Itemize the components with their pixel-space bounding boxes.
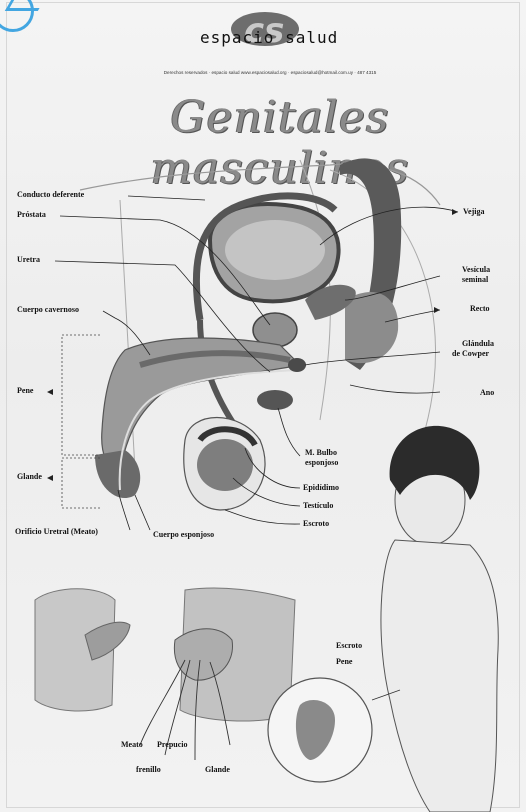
label-recto: Recto [470,305,490,314]
label-cuerpo-cavernoso: Cuerpo cavernoso [17,306,79,315]
label-glandula-2: de Cowper [452,350,489,359]
label-uretra: Uretra [17,256,40,265]
label-orificio-uretral: Orificio Uretral (Meato) [15,528,98,537]
label-pene-figure: Pene [336,658,352,667]
rectum-lower [345,292,398,363]
label-glande: Glande [17,473,42,482]
cowper-gland [288,358,306,372]
label-vesicula-1: Vesícula [462,266,490,275]
label-escroto-figure: Escroto [336,642,362,651]
label-frenillo: frenillo [136,766,161,775]
label-ano: Ano [480,389,494,398]
label-testiculo: Testículo [303,502,333,511]
bulbospongiosus [257,390,293,410]
label-prostata: Próstata [17,211,46,220]
bladder-inner [225,220,325,280]
label-bulbo-2: esponjoso [305,459,338,468]
label-bulbo-1: M. Bulbo [305,449,337,458]
label-cuerpo-esponjoso: Cuerpo esponjoso [153,531,214,540]
label-meato: Meato [121,741,143,750]
label-conducto-deferente: Conducto deferente [17,191,84,200]
testicle [197,439,253,491]
boy-torso [381,540,498,812]
label-glande-bottom: Glande [205,766,230,775]
label-vejiga: Vejiga [463,208,484,217]
pene-bracket [62,335,100,508]
glans [95,450,140,498]
label-escroto: Escroto [303,520,329,529]
label-epididimo: Epidídimo [303,484,339,493]
label-prepucio: Prepucio [157,741,188,750]
label-glandula-1: Glándula [462,340,494,349]
label-pene: Pene [17,387,33,396]
label-vesicula-2: seminal [462,276,488,285]
